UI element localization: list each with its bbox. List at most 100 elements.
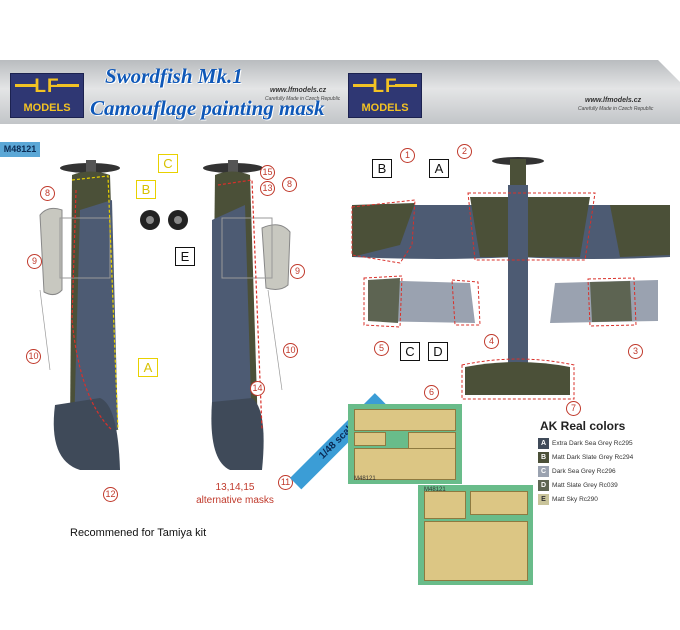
lower-wing-left-camo bbox=[368, 278, 400, 323]
port-side-view bbox=[39, 160, 160, 470]
wheel-hub-right bbox=[174, 216, 182, 224]
callout-4: 4 bbox=[484, 334, 499, 349]
made-in-note: Carefully Made in Czech Republic bbox=[265, 96, 341, 102]
mask-outline-1 bbox=[351, 199, 416, 264]
product-code: M48121 bbox=[0, 142, 40, 157]
product-title: Swordfish Mk.1 bbox=[105, 64, 243, 88]
rigging-left bbox=[39, 289, 51, 371]
lower-wing-right-camo bbox=[590, 281, 632, 322]
red-outline-left bbox=[71, 189, 113, 431]
callout-12-port: 12 bbox=[103, 487, 118, 502]
starboard-side-view bbox=[168, 160, 291, 470]
right-instruction-panel: LF MODELS www.lfmodels.cz Carefully Made… bbox=[340, 0, 680, 630]
yellow-label-a: A bbox=[138, 358, 158, 377]
yellow-outline-left bbox=[71, 175, 119, 431]
logo-wing-left-right bbox=[353, 84, 375, 87]
swordfish-side-views bbox=[39, 160, 291, 470]
callout-6: 6 bbox=[424, 385, 439, 400]
logo-sub: MODELS bbox=[23, 102, 71, 114]
header-corner-fold bbox=[658, 60, 680, 82]
paint-swatch-d: D bbox=[538, 480, 549, 491]
callout-5: 5 bbox=[374, 341, 389, 356]
upper-wing-camo-center bbox=[470, 197, 590, 257]
mask-sheet-2-frame: M48121 bbox=[418, 485, 533, 585]
paint-label-c: Dark Sea Grey Rc296 bbox=[552, 468, 616, 475]
tail-right bbox=[211, 398, 264, 470]
plan-label-c: C bbox=[400, 342, 420, 361]
made-in-note-right: Carefully Made in Czech Republic bbox=[578, 106, 654, 112]
fuselage-left-camo bbox=[74, 200, 118, 430]
callout-8-starboard: 8 bbox=[282, 177, 297, 192]
alt-masks-numbers: 13,14,15 bbox=[215, 482, 255, 493]
callout-10-starboard: 10 bbox=[283, 343, 298, 358]
mask-sheet-2-code: M48121 bbox=[424, 487, 446, 493]
plan-label-d: D bbox=[428, 342, 448, 361]
mask-outline-5 bbox=[363, 275, 403, 328]
mask-outline-3 bbox=[587, 277, 637, 327]
website-url: www.lfmodels.cz bbox=[270, 87, 327, 94]
mask-1-strip-top bbox=[354, 409, 456, 431]
lf-models-logo: LF MODELS bbox=[10, 73, 84, 118]
spinner-left bbox=[86, 160, 96, 174]
wheel-hub-left bbox=[146, 216, 154, 224]
logo-wing-left bbox=[15, 84, 37, 87]
nose-top bbox=[510, 159, 526, 189]
callout-3: 3 bbox=[628, 344, 643, 359]
mask-2-piece-a bbox=[424, 491, 466, 519]
red-outline-right bbox=[217, 179, 263, 431]
lf-models-logo-right: LF MODELS bbox=[348, 73, 422, 118]
mask-outline-2 bbox=[467, 192, 596, 261]
callout-14-starboard: 14 bbox=[250, 381, 265, 396]
logo-brand: LF bbox=[34, 76, 60, 97]
tail-left bbox=[53, 398, 120, 470]
strut-left bbox=[59, 217, 111, 279]
mask-outline-4 bbox=[451, 279, 481, 326]
paint-label-a: Extra Dark Sea Grey Rc295 bbox=[552, 440, 633, 447]
plan-label-b: B bbox=[372, 159, 392, 178]
paint-swatch-c: C bbox=[538, 466, 549, 477]
kit-recommendation: Recommened for Tamiya kit bbox=[70, 527, 207, 539]
spinner-right bbox=[228, 160, 238, 174]
float-right-upper bbox=[261, 224, 291, 290]
logo-sub-right: MODELS bbox=[361, 102, 409, 114]
float-left-upper bbox=[39, 207, 63, 296]
logo-brand-right: LF bbox=[372, 76, 398, 97]
paint-label-d: Matt Slate Grey Rc039 bbox=[552, 482, 618, 489]
mask-2-piece-b bbox=[470, 491, 528, 515]
mask-sheet-1-frame: M48121 bbox=[348, 404, 462, 484]
tailplane-top bbox=[465, 362, 570, 395]
paint-label-e: Matt Sky Rc290 bbox=[552, 496, 598, 503]
strut-right bbox=[221, 217, 273, 279]
callout-15-starboard: 15 bbox=[260, 165, 275, 180]
paint-legend-title: AK Real colors bbox=[540, 419, 626, 433]
mask-sheet-1-code: M48121 bbox=[354, 476, 376, 482]
swordfish-plan-view bbox=[351, 157, 670, 400]
callout-9-starboard: 9 bbox=[290, 264, 305, 279]
fuselage-right-camo bbox=[212, 205, 252, 430]
website-url-right: www.lfmodels.cz bbox=[585, 97, 642, 104]
plan-label-a: A bbox=[429, 159, 449, 178]
mask-outline-6-7 bbox=[461, 358, 575, 400]
mask-2-piece-c bbox=[424, 521, 528, 581]
callout-8-port: 8 bbox=[40, 186, 55, 201]
mask-1-piece-a bbox=[354, 432, 386, 446]
paint-label-b: Matt Dark Slate Grey Rc294 bbox=[552, 454, 634, 461]
logo-wing-right bbox=[57, 84, 79, 87]
fuselage-top bbox=[508, 185, 528, 395]
left-instruction-panel: LF MODELS Swordfish Mk.1 www.lfmodels.cz… bbox=[0, 60, 387, 539]
paint-swatch-e: E bbox=[538, 494, 549, 505]
rigging-right bbox=[267, 289, 283, 391]
mask-1-piece-c bbox=[354, 448, 456, 480]
yellow-label-b: B bbox=[136, 180, 156, 199]
alt-masks-label: alternative masks bbox=[196, 495, 274, 506]
paint-swatch-b: B bbox=[538, 452, 549, 463]
callout-13-starboard: 13 bbox=[260, 181, 275, 196]
callout-11-starboard: 11 bbox=[278, 475, 293, 490]
paint-swatch-a: A bbox=[538, 438, 549, 449]
label-e: E bbox=[175, 247, 195, 266]
